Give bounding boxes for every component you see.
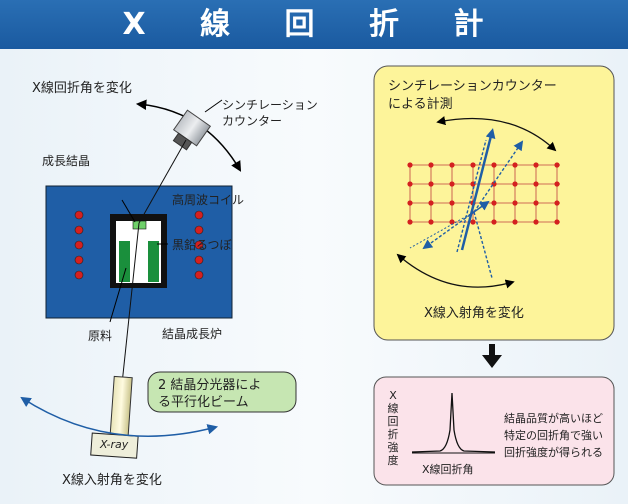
graph-ylabel-char: X — [389, 389, 397, 402]
graph-ylabel-char: 回 — [387, 415, 399, 428]
beam-rays — [409, 128, 524, 279]
material-pointer — [109, 267, 127, 323]
measurement-title-1: シンチレーションカウンター — [388, 79, 557, 94]
graph-ylabel-char: 強 — [387, 441, 399, 454]
measurement-bottom-label: X線入射角を変化 — [424, 306, 524, 321]
top-rotate-label: X線回折角を変化 — [32, 81, 132, 96]
intensity-graph — [411, 392, 496, 454]
counter-rotation-arc — [436, 116, 557, 152]
monochromator-label-1: 2 結晶分光器によ — [158, 378, 262, 393]
diagram-panel: X線回折角を変化 シンチレーション カウンター 成長結晶 高周波コイル 黒鉛るつ… — [0, 49, 628, 504]
measurement-title-2: による計測 — [388, 97, 453, 112]
graph-ylabel-char: 度 — [387, 454, 399, 467]
note-line-3: 回折強度が得られる — [504, 446, 603, 459]
note-line-1: 結晶品質が高いほど — [504, 412, 603, 425]
diagram-svg — [20, 65, 615, 486]
bottom-rotate-label: X線入射角を変化 — [62, 473, 162, 488]
incident-beam — [121, 222, 140, 385]
counter-label-2: カウンター — [222, 114, 283, 128]
scintillation-counter — [172, 109, 212, 151]
induction-coil — [74, 210, 204, 280]
graph-ylabel-char: 折 — [387, 428, 399, 441]
counter-label-1: シンチレーション — [222, 98, 318, 112]
crystal-label: 成長結晶 — [42, 154, 91, 168]
graph-ylabel: X 線 回 折 強 度 — [386, 389, 400, 467]
note-line-2: 特定の回折角で強い — [504, 429, 603, 442]
page-title: X 線 回 折 計 — [0, 0, 628, 49]
crystal-pointer — [121, 199, 136, 223]
graph-ylabel-char: 線 — [387, 402, 399, 415]
material-label: 原料 — [88, 329, 113, 343]
result-box — [373, 376, 615, 486]
counter-pointer — [204, 99, 223, 113]
diffracted-beam — [138, 139, 187, 224]
incidence-rotation-arc — [396, 253, 515, 289]
down-arrow — [482, 344, 502, 368]
graph-xlabel: X線回折角 — [422, 463, 474, 476]
bottom-rotation-arc — [20, 396, 219, 437]
lattice-atoms — [407, 162, 560, 225]
furnace-label: 結晶成長炉 — [162, 327, 223, 341]
monochromator-label-2: る平行化ビーム — [158, 395, 249, 410]
crucible-label: 黒鉛るつぼ — [172, 238, 232, 252]
monochromator-callout — [147, 371, 297, 413]
coil-label: 高周波コイル — [172, 193, 245, 207]
xray-label: X-ray — [100, 438, 129, 451]
